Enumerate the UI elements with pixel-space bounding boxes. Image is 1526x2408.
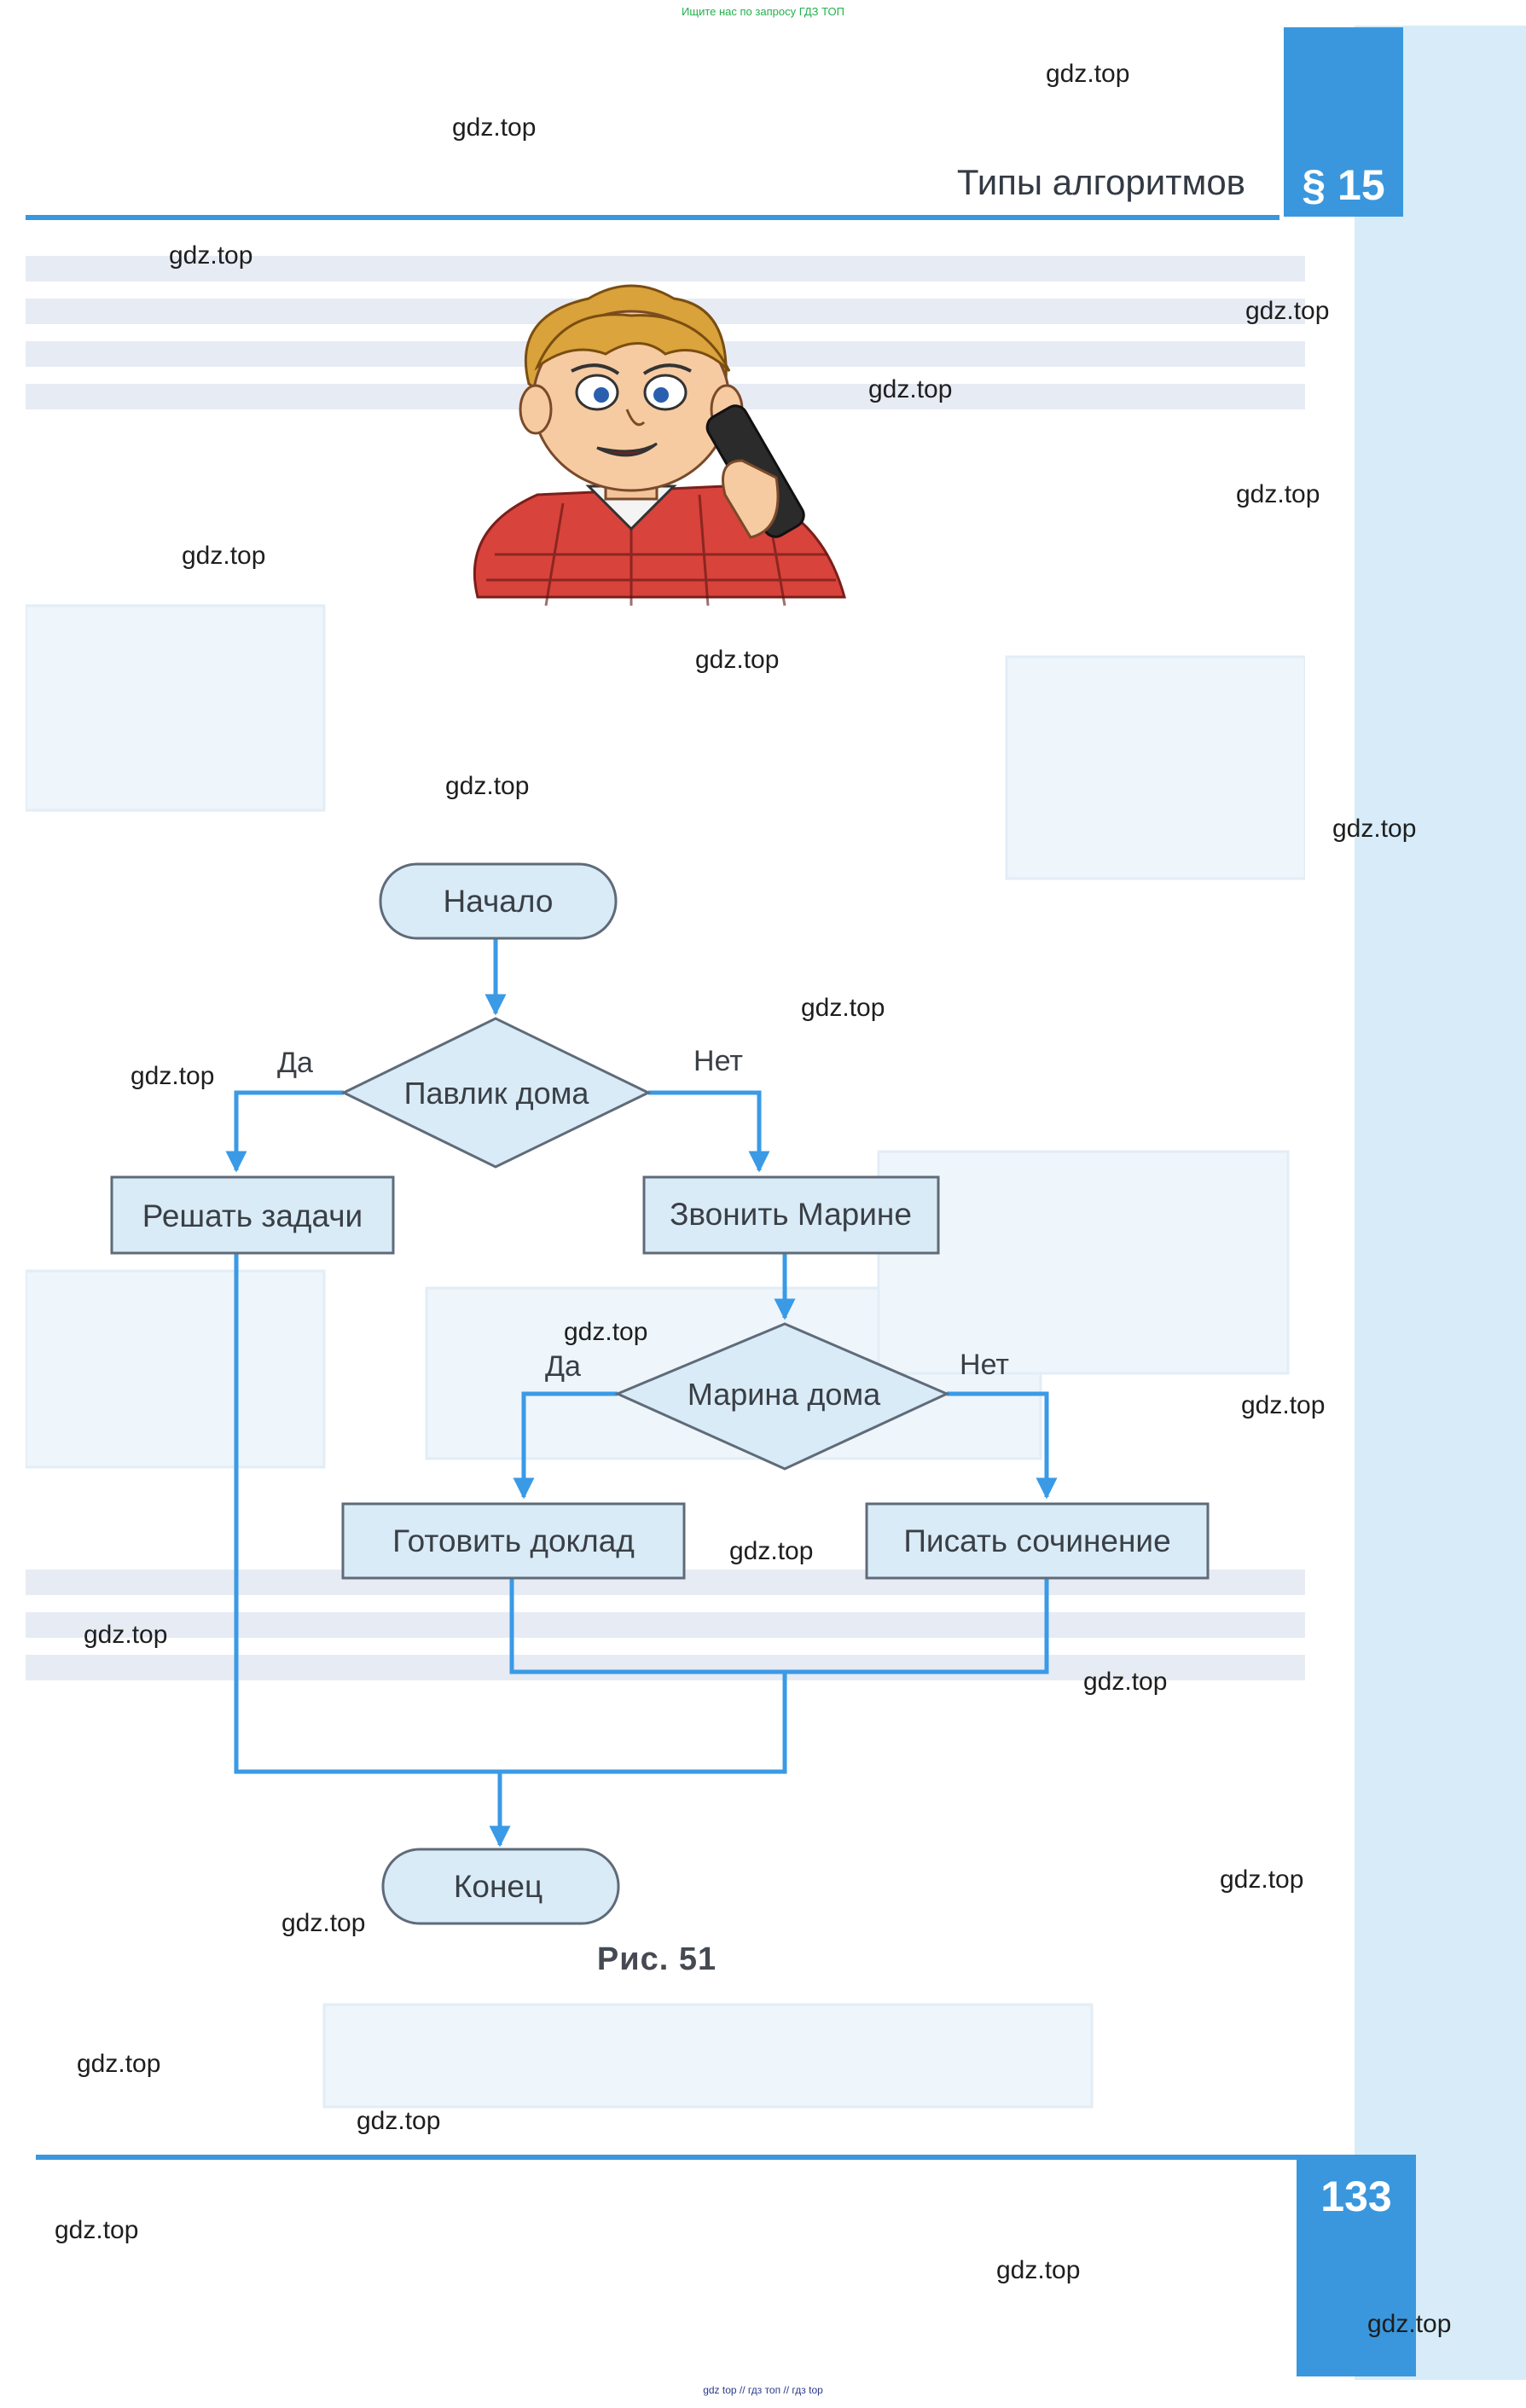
bottom-note: gdz top // гдз топ // гдз top — [703, 2384, 823, 2396]
section-number: § 15 — [1302, 161, 1385, 209]
boy-with-phone-illustration — [473, 284, 846, 606]
watermark-text: gdz.top — [357, 2107, 441, 2135]
section-tab — [1284, 27, 1403, 217]
start-label: Начало — [444, 884, 554, 919]
watermark-text: gdz.top — [1046, 60, 1130, 88]
action-no2-label: Писать сочинение — [903, 1523, 1170, 1558]
watermark-text: gdz.top — [1332, 815, 1417, 843]
watermark-text: gdz.top — [1241, 1391, 1326, 1419]
action-yes1-label: Решать задачи — [142, 1198, 363, 1233]
action-no1-label: Звонить Марине — [670, 1197, 912, 1232]
watermark-text: gdz.top — [1083, 1668, 1168, 1696]
decision1-no-label: Нет — [693, 1045, 743, 1077]
watermark-text: gdz.top — [868, 375, 953, 403]
page-title: Типы алгоритмов — [956, 162, 1245, 202]
watermark-text: gdz.top — [996, 2256, 1081, 2284]
watermark-text: gdz.top — [445, 772, 530, 800]
watermark-text: gdz.top — [729, 1537, 814, 1565]
end-terminal: Конец — [381, 1848, 620, 1925]
footer-rule — [36, 2155, 1305, 2160]
watermark-text: gdz.top — [564, 1318, 648, 1346]
action-yes2-label: Готовить доклад — [392, 1523, 635, 1558]
watermark-text: gdz.top — [77, 2050, 161, 2078]
watermark-text: gdz.top — [801, 994, 885, 1022]
action-prepare-report: Готовить доклад — [341, 1502, 686, 1580]
watermark-text: gdz.top — [131, 1062, 215, 1090]
page-number: 133 — [1320, 2173, 1392, 2220]
header-rule — [26, 215, 1279, 220]
start-terminal: Начало — [379, 862, 618, 940]
action-write-essay: Писать сочинение — [865, 1502, 1210, 1580]
watermark-text: gdz.top — [1245, 297, 1330, 325]
watermark-text: gdz.top — [182, 542, 266, 570]
flowchart-connectors — [225, 938, 1058, 1848]
decision1-yes-label: Да — [277, 1047, 313, 1079]
decision2-label: Марина дома — [688, 1377, 881, 1412]
watermark-text: gdz.top — [1236, 480, 1320, 508]
top-search-note: Ищите нас по запросу ГДЗ ТОП — [682, 5, 844, 18]
decision2-no-label: Нет — [960, 1349, 1009, 1381]
watermark-text: gdz.top — [1367, 2310, 1452, 2338]
decision-pavlik-home: Павлик дома — [340, 1017, 652, 1169]
page-number-tab — [1297, 2155, 1416, 2376]
end-label: Конец — [454, 1869, 543, 1904]
watermark-text: gdz.top — [452, 113, 537, 142]
action-solve-tasks: Решать задачи — [110, 1175, 395, 1255]
watermark-text: gdz.top — [55, 2216, 139, 2244]
watermark-text: gdz.top — [84, 1621, 168, 1649]
action-call-marina: Звонить Марине — [642, 1175, 940, 1255]
watermark-text: gdz.top — [695, 646, 780, 674]
page-edge-shade — [1355, 26, 1526, 2380]
figure-caption: Рис. 51 — [596, 1941, 717, 1977]
watermark-text: gdz.top — [169, 241, 253, 270]
watermark-text: gdz.top — [1220, 1865, 1304, 1894]
decision1-label: Павлик дома — [404, 1076, 590, 1111]
decision-marina-home: Марина дома — [614, 1322, 950, 1471]
decision2-yes-label: Да — [545, 1350, 581, 1383]
watermark-text: gdz.top — [281, 1909, 366, 1937]
